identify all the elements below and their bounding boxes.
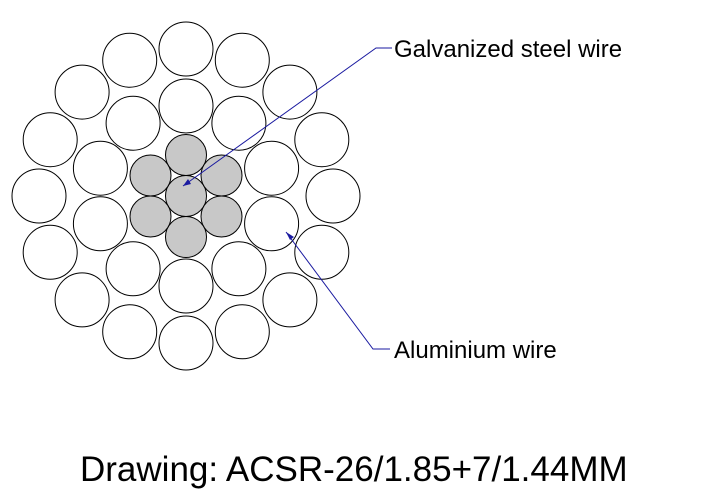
- aluminium-wire: [158, 258, 214, 314]
- aluminium-wire: [294, 112, 350, 168]
- steel-wire-label: Galvanized steel wire: [394, 36, 622, 63]
- aluminium-wire: [102, 304, 158, 360]
- steel-wire: [165, 134, 207, 176]
- aluminium-leader-line: [285, 231, 390, 350]
- aluminium-wire: [262, 64, 318, 120]
- aluminium-wire: [211, 95, 267, 151]
- aluminium-wire: [102, 32, 158, 88]
- steel-wire: [165, 175, 207, 217]
- aluminium-wire: [158, 78, 214, 134]
- aluminium-wire: [244, 140, 300, 196]
- drawing-caption: Drawing: ACSR-26/1.85+7/1.44MM: [80, 450, 628, 489]
- aluminium-wire: [244, 196, 300, 252]
- aluminium-wire: [54, 64, 110, 120]
- aluminium-wire: [158, 21, 214, 77]
- aluminium-wire: [72, 140, 128, 196]
- steel-leader-line: [182, 47, 392, 187]
- aluminium-wire: [22, 224, 78, 280]
- aluminium-wire: [105, 241, 161, 297]
- aluminium-inner-layer: [72, 78, 300, 314]
- aluminium-wire: [54, 272, 110, 328]
- aluminium-wire: [158, 315, 214, 371]
- aluminium-wire: [105, 95, 161, 151]
- aluminium-wire: [22, 112, 78, 168]
- steel-wire: [165, 216, 207, 258]
- steel-leader-arrowhead: [183, 179, 191, 186]
- aluminium-outer-layer: [11, 21, 361, 371]
- aluminium-wire: [305, 168, 361, 224]
- aluminium-wire: [211, 241, 267, 297]
- aluminium-wire-label: Aluminium wire: [394, 337, 557, 364]
- aluminium-wire: [214, 304, 270, 360]
- aluminium-wire: [11, 168, 67, 224]
- steel-leader: [182, 47, 392, 187]
- aluminium-wire: [262, 272, 318, 328]
- aluminium-wire: [72, 196, 128, 252]
- steel-wire: [200, 195, 243, 238]
- aluminium-leader: [285, 231, 390, 350]
- steel-wire: [129, 154, 172, 197]
- aluminium-wire: [214, 32, 270, 88]
- aluminium-leader-arrowhead: [286, 232, 294, 240]
- steel-wire: [129, 195, 172, 238]
- steel-wire: [200, 154, 243, 197]
- steel-core-layer: [129, 134, 243, 258]
- aluminium-wire: [294, 224, 350, 280]
